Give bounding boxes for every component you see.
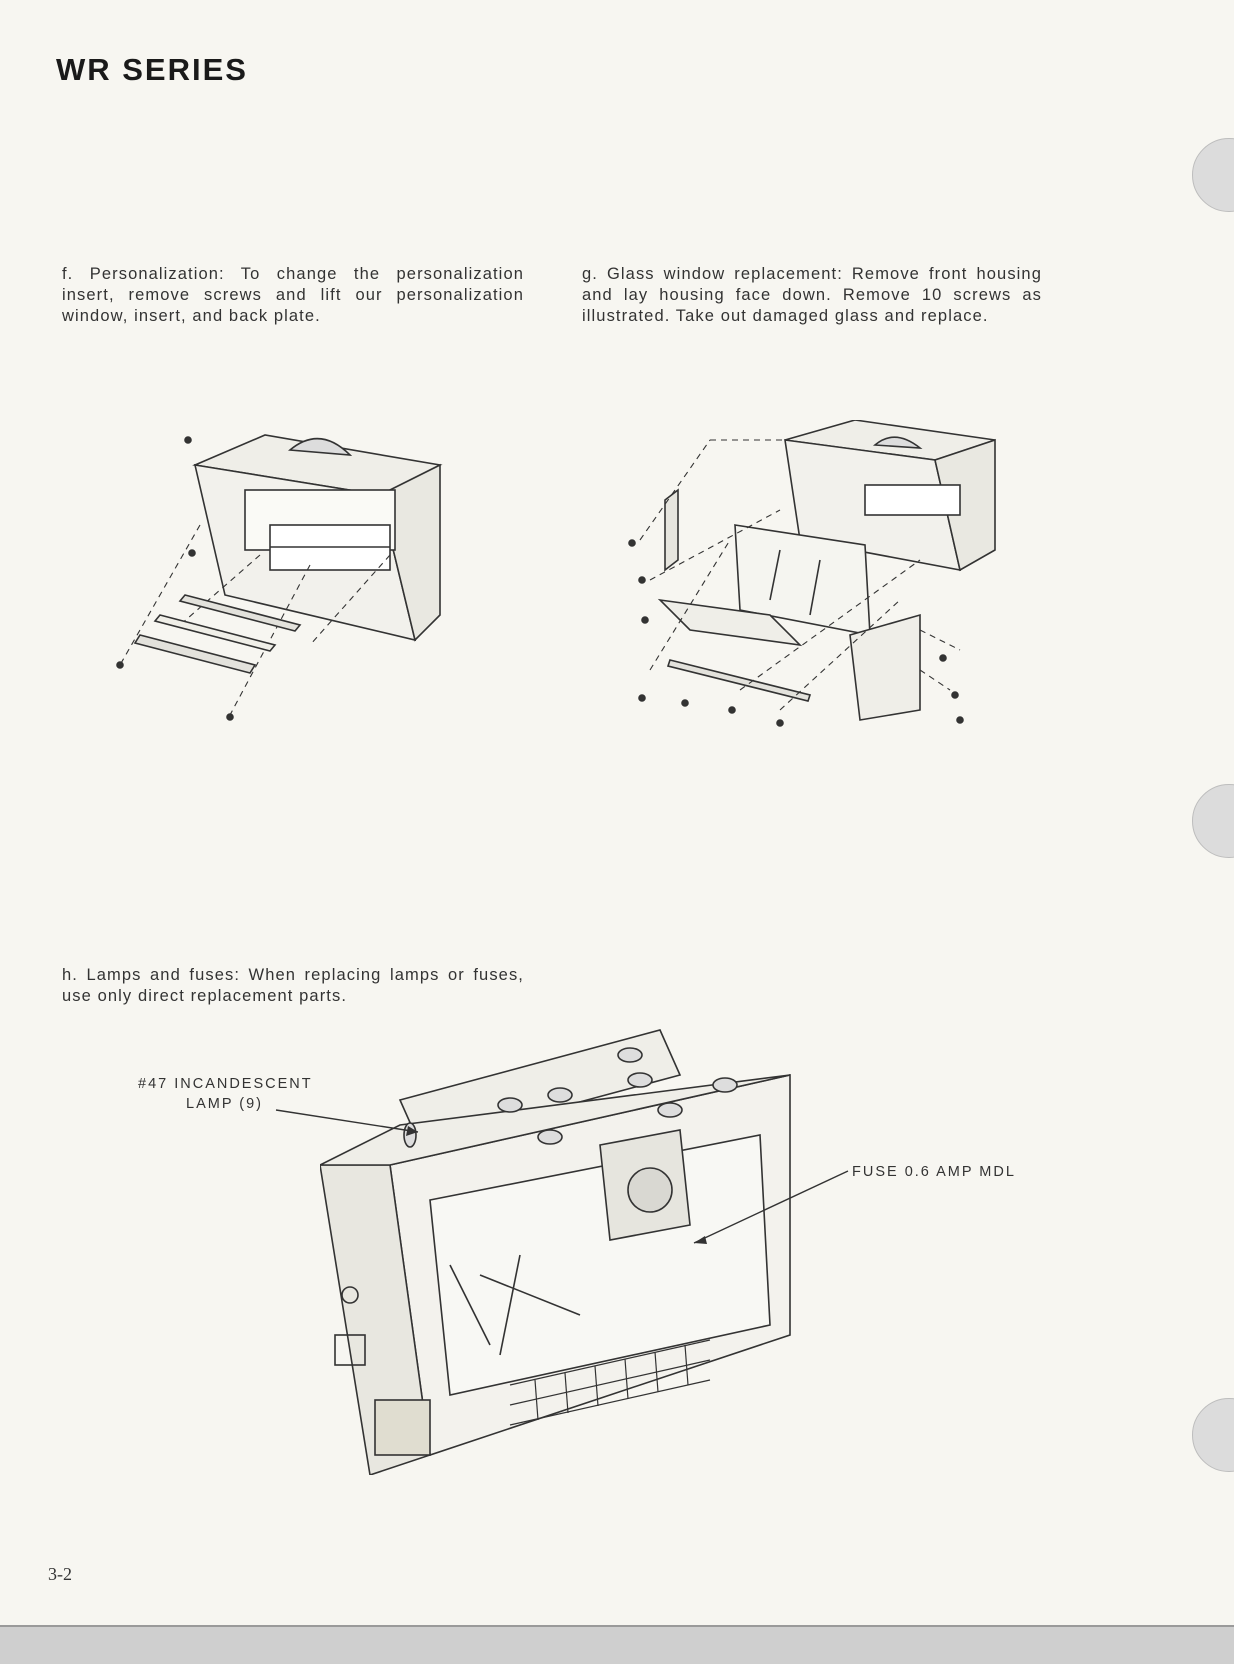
section-f-text: f. Personalization: To change the person…	[62, 265, 524, 325]
page-number: 3-2	[48, 1564, 72, 1584]
figure-personalization	[110, 425, 470, 755]
page-bottom-edge	[0, 1625, 1234, 1664]
fuse-callout: FUSE 0.6 AMP MDL	[852, 1164, 1016, 1180]
figure-glass-window	[620, 420, 1000, 750]
figure-lamps-fuses	[320, 1025, 800, 1475]
section-h-text: h. Lamps and fuses: When replacing lamps…	[62, 966, 524, 1005]
page-header: WR SERIES	[56, 52, 248, 87]
lamp-callout-line2: LAMP (9)	[186, 1096, 263, 1112]
section-g-text: g. Glass window replacement: Remove fron…	[582, 265, 1042, 325]
lamp-callout-line1: #47 INCANDESCENT	[138, 1076, 313, 1092]
